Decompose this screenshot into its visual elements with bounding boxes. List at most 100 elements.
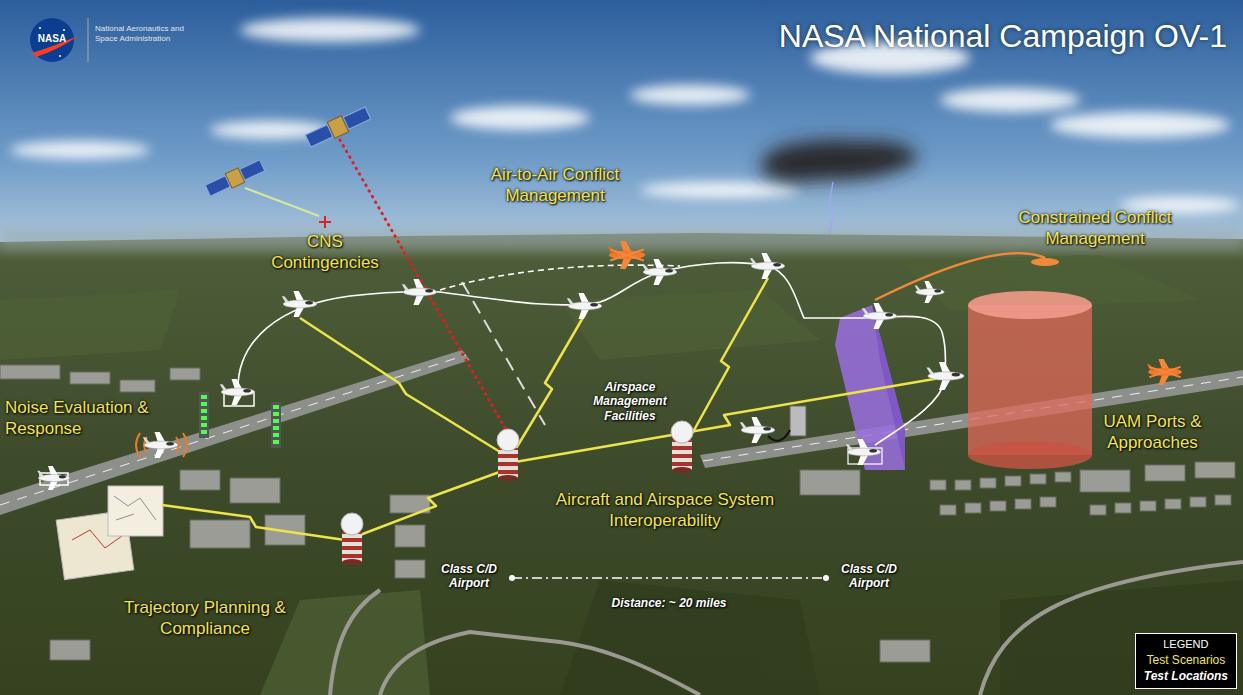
distance-line bbox=[512, 577, 826, 579]
cloud bbox=[640, 182, 800, 198]
field bbox=[560, 580, 1243, 695]
aircraft bbox=[926, 362, 964, 390]
field bbox=[0, 290, 180, 360]
satellite bbox=[343, 107, 371, 129]
legend-entry: Test Locations bbox=[1144, 668, 1228, 684]
intruder-aircraft bbox=[607, 241, 1182, 385]
dimension-label: Distance: ~ 20 miles bbox=[589, 596, 749, 610]
building bbox=[1165, 499, 1181, 509]
building bbox=[1055, 472, 1071, 482]
aircraft bbox=[37, 253, 964, 490]
aircraft bbox=[220, 379, 255, 405]
cloud bbox=[1050, 112, 1230, 138]
storm-cloud bbox=[827, 141, 917, 173]
building bbox=[0, 365, 60, 379]
trajectory-map bbox=[56, 486, 163, 580]
building bbox=[1015, 499, 1031, 509]
intruder-aircraft bbox=[607, 241, 645, 269]
approach-lights bbox=[201, 423, 207, 427]
satellite-link bbox=[245, 188, 319, 216]
legend-entry: Test Scenarios bbox=[1144, 652, 1228, 668]
flight-path bbox=[238, 263, 946, 445]
scenario-label: CNS Contingencies bbox=[260, 232, 390, 273]
field bbox=[560, 580, 820, 695]
location-label: Class C/D Airport bbox=[436, 562, 502, 591]
building bbox=[1040, 497, 1056, 507]
datalink bbox=[162, 505, 345, 540]
building bbox=[1145, 465, 1185, 481]
scenario-label: Aircraft and Airspace System Interoperab… bbox=[545, 490, 785, 531]
sky bbox=[0, 0, 1243, 260]
field bbox=[1000, 580, 1243, 695]
building bbox=[190, 520, 250, 548]
aircraft bbox=[642, 259, 677, 285]
cloud bbox=[240, 18, 420, 42]
scenario-label: Constrained Conflict Management bbox=[995, 208, 1195, 249]
aircraft bbox=[402, 279, 437, 305]
storm-cloud bbox=[760, 140, 917, 182]
uam-port-cylinder bbox=[968, 441, 1092, 469]
vertiport-volume bbox=[835, 305, 905, 470]
cloud bbox=[10, 18, 1240, 213]
link-failure-cross bbox=[324, 216, 326, 228]
building bbox=[1030, 474, 1046, 484]
uam-port-cylinder bbox=[968, 291, 1092, 319]
noise-wave bbox=[183, 433, 187, 457]
legend-text: Test Scenarios bbox=[1147, 653, 1226, 667]
satellite-link-degraded bbox=[340, 140, 505, 428]
field bbox=[560, 290, 820, 360]
aircraft bbox=[915, 281, 945, 303]
road bbox=[980, 562, 1243, 695]
constrained-zone bbox=[1031, 258, 1059, 266]
distance-line bbox=[823, 575, 829, 581]
building bbox=[395, 525, 425, 547]
link-failure-cross bbox=[319, 216, 331, 228]
charger bbox=[790, 406, 806, 436]
approach-lights bbox=[199, 392, 281, 448]
trajectory-map bbox=[114, 496, 156, 520]
cloud bbox=[450, 106, 590, 130]
satellite bbox=[305, 125, 333, 147]
approach-lights bbox=[273, 412, 279, 416]
building bbox=[230, 478, 280, 503]
approach-lights bbox=[199, 392, 209, 438]
road bbox=[330, 562, 1243, 695]
flight-path bbox=[238, 263, 946, 445]
location-label: Class C/D Airport bbox=[836, 562, 902, 591]
satellite bbox=[205, 176, 230, 196]
vertiport-volume bbox=[835, 305, 905, 470]
location-label: Airspace Management Facilities bbox=[585, 380, 675, 423]
building bbox=[170, 368, 200, 380]
flight-path bbox=[440, 265, 680, 290]
cloud bbox=[940, 88, 1080, 112]
nasa-logo bbox=[30, 18, 88, 62]
agency-name: National Aeronautics and Space Administr… bbox=[95, 24, 201, 44]
datalink bbox=[300, 318, 505, 455]
satellite bbox=[304, 105, 371, 149]
page-title: NASA National Campaign OV-1 bbox=[779, 18, 1227, 55]
road bbox=[330, 590, 380, 695]
satellite bbox=[225, 168, 244, 188]
scenario-label: Trajectory Planning & Compliance bbox=[115, 598, 295, 639]
nasa-logo bbox=[39, 27, 41, 29]
approach-lights bbox=[201, 430, 207, 434]
scenario-label: UAM Ports & Approaches bbox=[1090, 412, 1215, 453]
aircraft bbox=[846, 439, 881, 465]
building bbox=[880, 640, 930, 662]
distance-line bbox=[509, 575, 515, 581]
building bbox=[1215, 495, 1231, 505]
trajectory-map bbox=[108, 486, 163, 536]
approach-lights bbox=[201, 402, 207, 406]
airspace-facility bbox=[497, 429, 519, 481]
uam-port-cylinder bbox=[968, 305, 1092, 455]
ground bbox=[0, 233, 1243, 695]
building bbox=[980, 478, 996, 488]
scenario-label: Noise Evaluation & Response bbox=[5, 398, 155, 439]
airspace-facility bbox=[341, 513, 363, 565]
satellite bbox=[327, 116, 348, 138]
building bbox=[800, 470, 860, 495]
building bbox=[1195, 462, 1235, 478]
building bbox=[930, 480, 946, 490]
approach-lights bbox=[271, 402, 281, 448]
building bbox=[990, 501, 1006, 511]
